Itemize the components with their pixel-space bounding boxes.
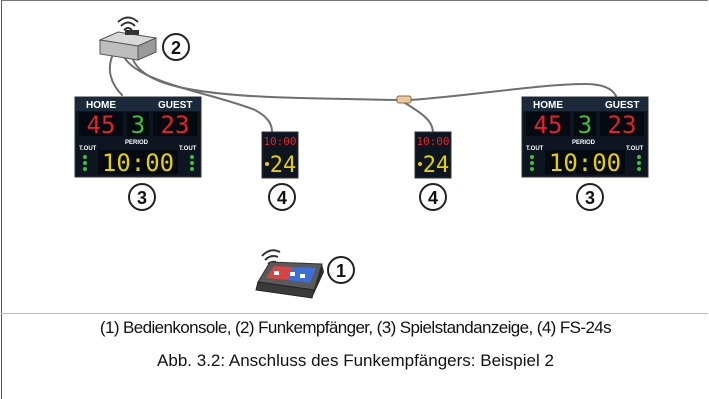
marker-receiver: 2	[162, 33, 190, 61]
svg-text:4: 4	[428, 188, 438, 208]
shot-clock-left: 10:00 24	[261, 131, 299, 179]
scoreboard-left: HOME GUEST 45 3 23 PERIOD T.OUT T.OUT 10…	[74, 96, 202, 178]
guest-label: GUEST	[158, 100, 192, 111]
cable-to-shot-clock-left	[121, 51, 273, 133]
game-time: 10:00	[549, 149, 621, 177]
period-value: 3	[131, 111, 145, 139]
scoreboard-right: HOME GUEST 45 3 23 PERIOD T.OUT T.OUT 10…	[521, 96, 649, 178]
receiver-signal-icon	[117, 16, 139, 31]
shot-clock-seconds: 24	[270, 153, 297, 178]
svg-text:2: 2	[171, 38, 181, 58]
period-value: 3	[578, 111, 592, 139]
home-score: 45	[87, 111, 116, 139]
svg-text:4: 4	[277, 188, 287, 208]
svg-text:3: 3	[137, 188, 147, 208]
guest-score: 23	[161, 111, 190, 139]
timeout-dots-left	[83, 155, 87, 171]
marker-shot-clock-right: 4	[419, 183, 447, 211]
timeout-left-label: T.OUT	[79, 146, 97, 152]
guest-label: GUEST	[605, 100, 639, 111]
timeout-right-label: T.OUT	[179, 146, 197, 152]
home-label: HOME	[86, 100, 116, 111]
cable-splitter	[396, 95, 412, 104]
cable-group	[108, 49, 617, 134]
game-time: 10:00	[102, 149, 174, 177]
frame-top-border	[1, 0, 708, 1]
timeout-dots-right	[190, 155, 194, 171]
timeout-right-label: T.OUT	[626, 146, 644, 152]
svg-text:3: 3	[585, 188, 595, 208]
guest-score: 23	[608, 111, 637, 139]
marker-console: 1	[327, 256, 355, 284]
home-score: 45	[534, 111, 563, 139]
figure-caption: Abb. 3.2: Anschluss des Funkempfängers: …	[157, 351, 554, 370]
shot-clock-seconds: 24	[423, 153, 450, 178]
cable-to-shot-clock-right	[404, 102, 434, 134]
timeout-dots-left	[530, 155, 534, 171]
figure-legend: (1) Bedienkonsole, (2) Funkempfänger, (3…	[99, 318, 612, 337]
shot-clock-time: 10:00	[416, 135, 449, 148]
svg-text:1: 1	[336, 261, 346, 281]
marker-scoreboard-right: 3	[576, 183, 604, 211]
control-console	[255, 249, 324, 299]
frame-left-border	[1, 0, 2, 399]
shot-clock-right: 10:00 24	[414, 131, 452, 179]
frame-separator	[1, 313, 708, 314]
radio-receiver	[98, 16, 158, 61]
wiring-diagram: 2 HOME GUEST 45 3 23 PERIOD T.OUT T.OUT …	[74, 16, 649, 299]
timeout-left-label: T.OUT	[526, 146, 544, 152]
marker-shot-clock-left: 4	[268, 183, 296, 211]
cable-to-scoreboard-right	[409, 82, 617, 101]
period-label: PERIOD	[125, 140, 149, 146]
marker-scoreboard-left: 3	[128, 183, 156, 211]
shot-clock-time: 10:00	[263, 135, 296, 148]
timeout-dots-right	[637, 155, 641, 171]
cable-to-right-devices	[129, 49, 403, 101]
cable-to-scoreboard-left	[108, 51, 123, 96]
home-label: HOME	[533, 100, 563, 111]
period-label: PERIOD	[572, 140, 596, 146]
